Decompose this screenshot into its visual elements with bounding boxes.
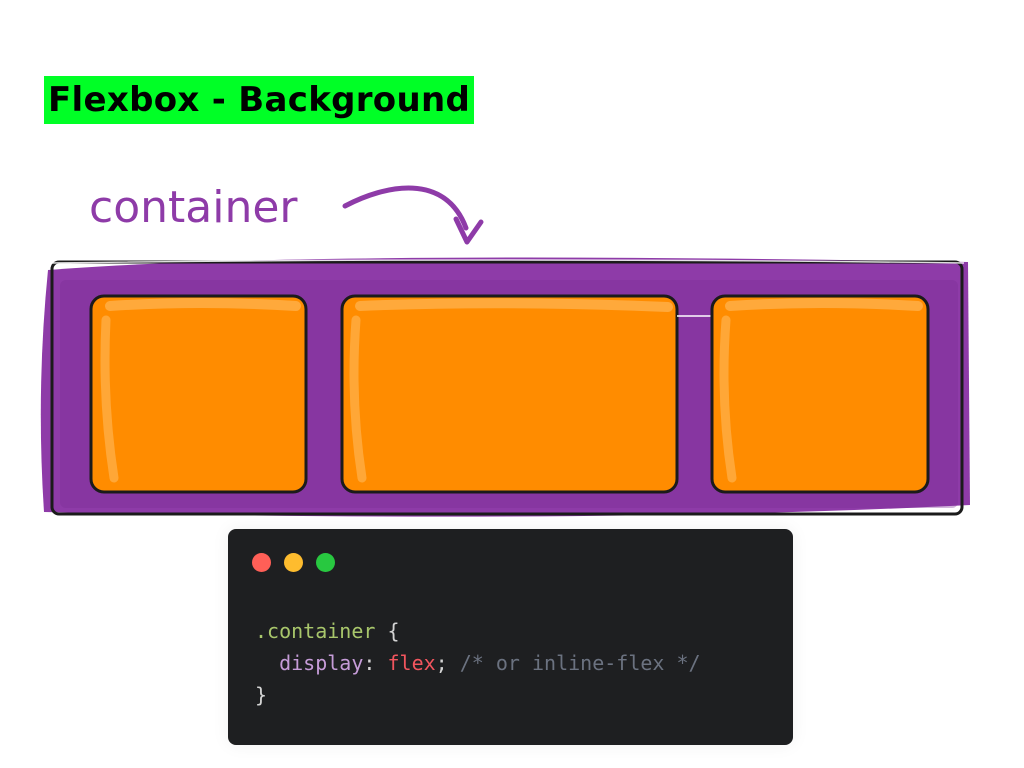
container-top-edge <box>49 259 965 264</box>
code-line-3: } <box>255 679 701 711</box>
close-brace: } <box>255 683 268 707</box>
minimize-dot-icon <box>284 553 303 572</box>
semicolon: ; <box>435 651 448 675</box>
container-arrow-head <box>453 216 484 245</box>
css-property: display <box>279 651 364 675</box>
colon: : <box>363 651 388 675</box>
flex-item-1 <box>89 294 308 494</box>
indent <box>255 651 279 675</box>
maximize-dot-icon <box>316 553 335 572</box>
container-outline <box>50 260 964 516</box>
container-arrow <box>342 185 469 231</box>
flex-item-2 <box>340 294 679 494</box>
container-label: container <box>89 182 298 233</box>
window-controls <box>252 553 335 572</box>
css-value: flex <box>387 651 436 675</box>
title-highlight: Flexbox - Background <box>44 76 475 124</box>
flex-item-3 <box>710 294 930 494</box>
css-comment: /* or inline-flex */ <box>447 651 701 675</box>
css-selector: .container <box>255 619 376 643</box>
code-block: .container { display: flex; /* or inline… <box>255 615 701 711</box>
code-line-2: display: flex; /* or inline-flex */ <box>255 647 701 679</box>
flexbox-diagram: container <box>40 182 971 517</box>
close-dot-icon <box>252 553 271 572</box>
code-line-1: .container { <box>255 615 701 647</box>
code-window: .container { display: flex; /* or inline… <box>228 529 793 745</box>
page-title: Flexbox - Background <box>48 80 471 120</box>
open-brace: { <box>375 619 400 643</box>
